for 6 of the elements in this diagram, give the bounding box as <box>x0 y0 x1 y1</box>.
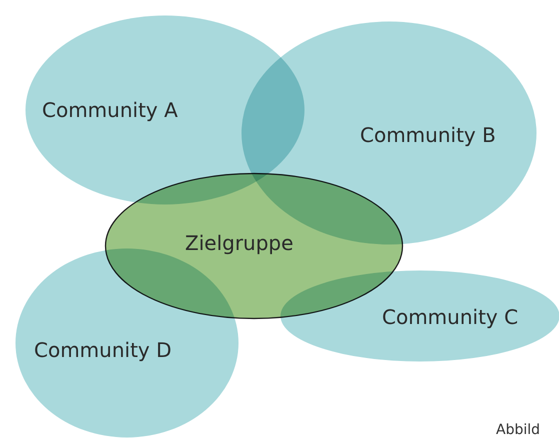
ellipse-label: Community A <box>42 100 178 120</box>
ellipse-label: Community C <box>382 307 518 327</box>
ellipse-label: Community B <box>360 125 496 145</box>
caption-text: Abbild <box>496 422 540 438</box>
ellipse-label: Zielgruppe <box>185 233 294 253</box>
ellipse-label: Community D <box>34 340 172 360</box>
